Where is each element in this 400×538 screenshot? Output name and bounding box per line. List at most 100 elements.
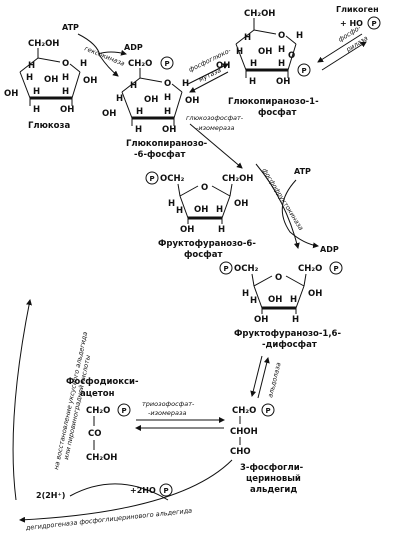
f16bp-h-bottom: H — [292, 315, 299, 325]
g1p-name-1: Глюкопиранозо-1- — [228, 97, 319, 107]
glucose-o-bond — [69, 63, 81, 73]
hexokinase-label: гексокиназа — [83, 44, 126, 67]
g3p-ch2o: CH₂O — [232, 406, 256, 416]
adp-label-1: ADP — [124, 43, 143, 52]
isomerase-arrow — [189, 123, 243, 169]
g1p-oh3-top: OH — [258, 47, 272, 57]
glucose-h5: H — [28, 61, 35, 71]
g6p-h4-label: H — [116, 94, 123, 104]
g1p-h3: H — [250, 59, 257, 69]
aldolase-forward-arrow — [250, 355, 263, 397]
g3p-phosphate-circle — [261, 403, 275, 417]
isomerase-label-1: глюкозофосфат- — [186, 114, 244, 122]
nad-loop-arrow — [69, 483, 169, 501]
dehydrogenase-phosphate-p: P — [164, 487, 169, 495]
f16bp-phosphate-circle-1 — [329, 261, 343, 275]
dhap-co: CO — [88, 429, 101, 439]
reoxidation-arrow — [12, 299, 32, 501]
g6p-h5: H — [130, 81, 137, 91]
g6p-oh3-top: OH — [144, 95, 158, 105]
g6p-h3: H — [136, 107, 143, 117]
g6p-h1: H — [182, 79, 189, 89]
f16bp-name-2: -дифосфат — [262, 340, 317, 350]
dhap-ch2o: CH₂O — [86, 406, 110, 416]
f6p-ring-right-top — [211, 185, 231, 197]
g1p-ring-top — [235, 29, 277, 45]
two-h-label: 2(2H⁺) — [36, 491, 65, 500]
g1p-h2: H — [278, 59, 285, 69]
f16bp-h3: H — [290, 295, 297, 305]
g6p-phosphate-p: P — [165, 60, 170, 68]
g1p-h5: H — [244, 33, 251, 43]
f16bp-och2: OCH₂ — [234, 264, 259, 274]
tpi-label-1: триозофосфат- — [142, 400, 195, 408]
glycogen-label: Гликоген — [336, 5, 379, 14]
g1p-h4-label: H — [236, 47, 243, 57]
glucose-oh3-top: OH — [44, 75, 58, 85]
glycogen-phosphate-circle — [367, 16, 381, 30]
f6p-ring-oxygen: O — [201, 183, 208, 193]
f16bp-oh-bottom: OH — [254, 315, 268, 325]
glycogen-phosphate-p: P — [372, 20, 377, 28]
g3p-name-3: альдегид — [250, 485, 297, 495]
f16bp-ch2o: CH₂O — [298, 264, 322, 274]
mutase-reverse-arrow — [189, 71, 229, 93]
f16bp-oh2: OH — [308, 289, 322, 299]
phosphorylase-reverse-arrow — [321, 41, 367, 71]
g6p-o-bond — [171, 83, 183, 93]
f6p-c6-bond — [177, 183, 181, 197]
fructose-6-phosphate-molecule: P OCH₂ CH₂OH O H OH H OH H OH H Фруктофу… — [145, 171, 256, 260]
g1p-phosphate-circle — [297, 63, 311, 77]
g6p-oh4: OH — [102, 109, 116, 119]
g1p-o1: O — [288, 51, 295, 61]
atp-label-1: ATP — [62, 23, 79, 32]
glycogen-plus-ho: + HO — [340, 19, 363, 28]
plus-2ho-label: +2HO — [130, 486, 156, 495]
f16bp-h4: H — [250, 296, 257, 306]
glucose-h1: H — [80, 59, 87, 69]
g1p-oh2: OH — [276, 77, 290, 87]
g3p-cho: CHO — [230, 447, 251, 457]
g1p-ch2oh: CH₂OH — [244, 9, 275, 19]
g1p-o-bond — [285, 35, 297, 45]
phosphorylase-forward-arrow — [317, 33, 363, 63]
f16bp-phosphate-circle-6 — [219, 261, 233, 275]
glucose-oh1: OH — [83, 76, 97, 86]
f6p-h4: H — [176, 206, 183, 216]
isomerase-label-2: -изомераза — [196, 124, 234, 132]
f6p-name-2: фосфат — [184, 250, 222, 260]
glucose-name: Глюкоза — [28, 121, 70, 131]
f16bp-h5: H — [242, 289, 249, 299]
glucose-h2: H — [62, 87, 69, 97]
dhap-ch2oh: CH₂OH — [86, 453, 117, 463]
g3p-name-2: цериновый — [246, 474, 301, 484]
g1p-phosphate-p: P — [302, 67, 307, 75]
glucose-oh4: OH — [4, 89, 18, 99]
f6p-oh4: OH — [194, 205, 208, 215]
f16bp-c6-bond — [251, 273, 255, 287]
aldolase-reverse-arrow — [257, 357, 270, 399]
atp-label-2: ATP — [294, 167, 311, 176]
g6p-name-2: -6-фосфат — [134, 150, 185, 160]
dhap-phosphate-p: P — [122, 407, 127, 415]
glucose-1-phosphate-molecule: CH₂OH O H H H OH H O P OH H H H OH Глюко… — [216, 9, 319, 118]
hexokinase-arrow — [77, 33, 119, 77]
g6p-ch2o: CH₂O — [128, 59, 152, 69]
g1p-name-2: фосфат — [258, 108, 296, 118]
f6p-och2: OCH₂ — [160, 174, 185, 184]
pfk-label: фосфофруктокиназа — [260, 167, 305, 232]
atp-to-adp-arrow-2 — [281, 179, 319, 249]
glucose-ch2oh: CH₂OH — [28, 39, 59, 49]
f6p-phosphate-p: P — [150, 175, 155, 183]
glucose-6-phosphate-molecule: CH₂O P O H H H OH H OH OH H H H OH Глюко… — [102, 56, 208, 160]
glyceraldehyde-3-phosphate-molecule: CH₂O P CHOH CHO 3-фосфогли- цериновый ал… — [230, 403, 304, 495]
pfk-arrow — [255, 163, 300, 249]
f6p-c1-bond — [229, 183, 233, 197]
g3p-phosphate-p: P — [266, 407, 271, 415]
f16bp-phosphate-p-1: P — [334, 265, 339, 273]
g6p-h2: H — [164, 107, 171, 117]
dhap-name-1: Фосфодиокси- — [66, 377, 139, 387]
g6p-oh1: OH — [185, 96, 199, 106]
dihydroxyacetone-phosphate-molecule: Фосфодиокси- ацетон CH₂O P CO CH₂OH — [66, 377, 139, 463]
